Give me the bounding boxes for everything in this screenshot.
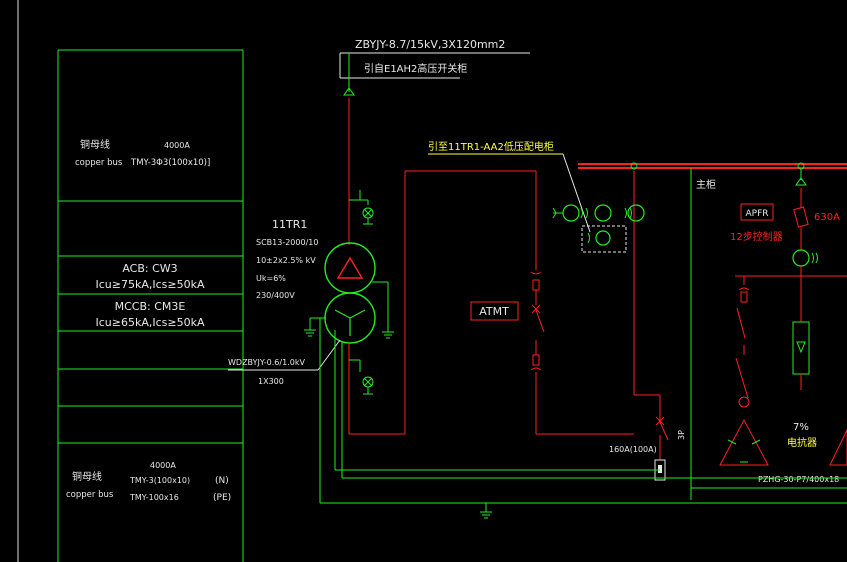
reactor-pct: 7%	[793, 422, 809, 433]
bus-bottom-label-n: (N)	[215, 476, 229, 486]
left-panel: 铜母线 4000A copper bus TMY-3Φ3(100x10)] AC…	[17, 0, 244, 562]
bus-top-cn: 铜母线	[80, 138, 110, 151]
bus-bottom-spec-n: TMY-3(100x10)	[129, 476, 190, 485]
reactor-delta-icon	[829, 429, 847, 466]
cap-contactor-icon	[735, 357, 749, 399]
neutral-pe-conductors	[319, 318, 847, 519]
delta-winding-icon	[336, 256, 364, 279]
transformer-uk: Uk=6%	[256, 274, 286, 283]
capacitor-delta-icon	[719, 418, 769, 466]
transformer-voltage: 230/400V	[256, 291, 295, 300]
wye-leg-2	[334, 309, 351, 319]
reactor-label: 电抗器	[787, 436, 817, 449]
lv-circuit	[348, 170, 661, 460]
main-cabinet-label: 主柜	[696, 178, 716, 191]
ct-ring-2-icon	[594, 204, 612, 222]
meter-icon	[595, 230, 611, 246]
lv-cable-leader	[317, 339, 341, 371]
atmt-arc-top-icon	[530, 271, 542, 275]
apfr-rating: 630A	[814, 212, 840, 223]
left-table-grid	[57, 49, 244, 562]
hv-feeder: ZBYJY-8.7/15kV,3X120mm2 引自E1AH2高压开关柜	[339, 38, 530, 245]
cap-arc-icon	[738, 287, 750, 291]
ct-ring-3-icon	[627, 204, 645, 222]
acb-line2: Icu≥75kA,Ics≥50kA	[95, 278, 204, 291]
breaker-rating: 160A(100A)	[609, 445, 657, 454]
transformer-model: SCB13-2000/10	[256, 238, 318, 247]
breaker-poles: 3P	[677, 430, 686, 440]
bus-bottom-rating: 4000A	[150, 461, 176, 470]
bus-top-spec: TMY-3Φ3(100x10)]	[130, 158, 210, 168]
comp-ct-icon	[792, 249, 810, 267]
wye-leg-3	[349, 309, 366, 319]
atmt-label: ATMT	[479, 305, 509, 318]
transformer-hv-winding-icon	[324, 242, 376, 294]
ct-meter-box	[581, 225, 627, 253]
comp-terminal-icon	[795, 177, 807, 186]
breaker-blade-icon	[659, 421, 669, 441]
ct-ring-1-icon	[562, 204, 580, 222]
ct-note-leader	[562, 153, 591, 233]
comp-reactor-box	[792, 321, 810, 375]
bus-node-icon	[630, 162, 638, 170]
atmt-fuse-bottom-icon	[532, 354, 540, 366]
cap-switch-icon	[736, 307, 746, 339]
bus-top-rating: 4000A	[164, 141, 190, 150]
atmt-switch: ATMT	[470, 271, 545, 371]
bus-bottom-label-pe: (PE)	[213, 493, 231, 503]
transformer-ratio: 10±2x2.5% kV	[256, 256, 316, 265]
mccb-line1: MCCB: CM3E	[115, 300, 186, 313]
hv-terminal-icon	[343, 87, 355, 96]
ct-note: 引至11TR1-AA2低压配电柜	[428, 140, 554, 153]
apfr-box	[740, 203, 774, 221]
ct-ground-left-icon	[552, 207, 557, 219]
lv-cable-label: WDZBYJY-0.6/1.0kV	[228, 358, 305, 367]
cap-fuse-icon	[740, 291, 748, 303]
transformer-tag: 11TR1	[272, 218, 307, 231]
atmt-blade-icon	[535, 309, 545, 333]
lv-cable-size: 1X300	[258, 377, 284, 386]
main-busbar	[578, 162, 847, 170]
feeder-source-label: 引自E1AH2高压开关柜	[364, 62, 467, 75]
compensation-branch: APFR 12步控制器 630A 7% 电抗器 PZHG-30-P7/400x1…	[719, 169, 847, 484]
atmt-box	[470, 301, 519, 321]
bus-bottom-cn: 铜母线	[72, 470, 102, 483]
ct-group: 引至11TR1-AA2低压配电柜	[428, 140, 645, 253]
feeder-cable-label: ZBYJY-8.7/15kV,3X120mm2	[355, 38, 505, 51]
acb-line1: ACB: CW3	[122, 262, 177, 275]
atmt-arc-bottom-icon	[530, 367, 542, 371]
transformer: 11TR1 SCB13-2000/10 10±2x2.5% kV Uk=6% 2…	[228, 218, 394, 386]
main-cabinet: 主柜	[690, 168, 847, 500]
comp-fuse-icon	[793, 206, 809, 228]
bus-top-en: copper bus	[75, 158, 123, 168]
mccb-line2: Icu≥65kA,Ics≥50kA	[95, 316, 204, 329]
bus-bottom-spec-pe: TMY-100x16	[129, 493, 179, 502]
atmt-fuse-top-icon	[532, 279, 540, 291]
pzhg-label: PZHG-30-P7/400x18	[758, 475, 839, 484]
bus-bottom-en: copper bus	[66, 490, 114, 500]
apfr-note: 12步控制器	[730, 230, 783, 243]
apfr-label: APFR	[745, 209, 768, 219]
breaker-160a: 160A(100A) 3P	[609, 416, 686, 481]
